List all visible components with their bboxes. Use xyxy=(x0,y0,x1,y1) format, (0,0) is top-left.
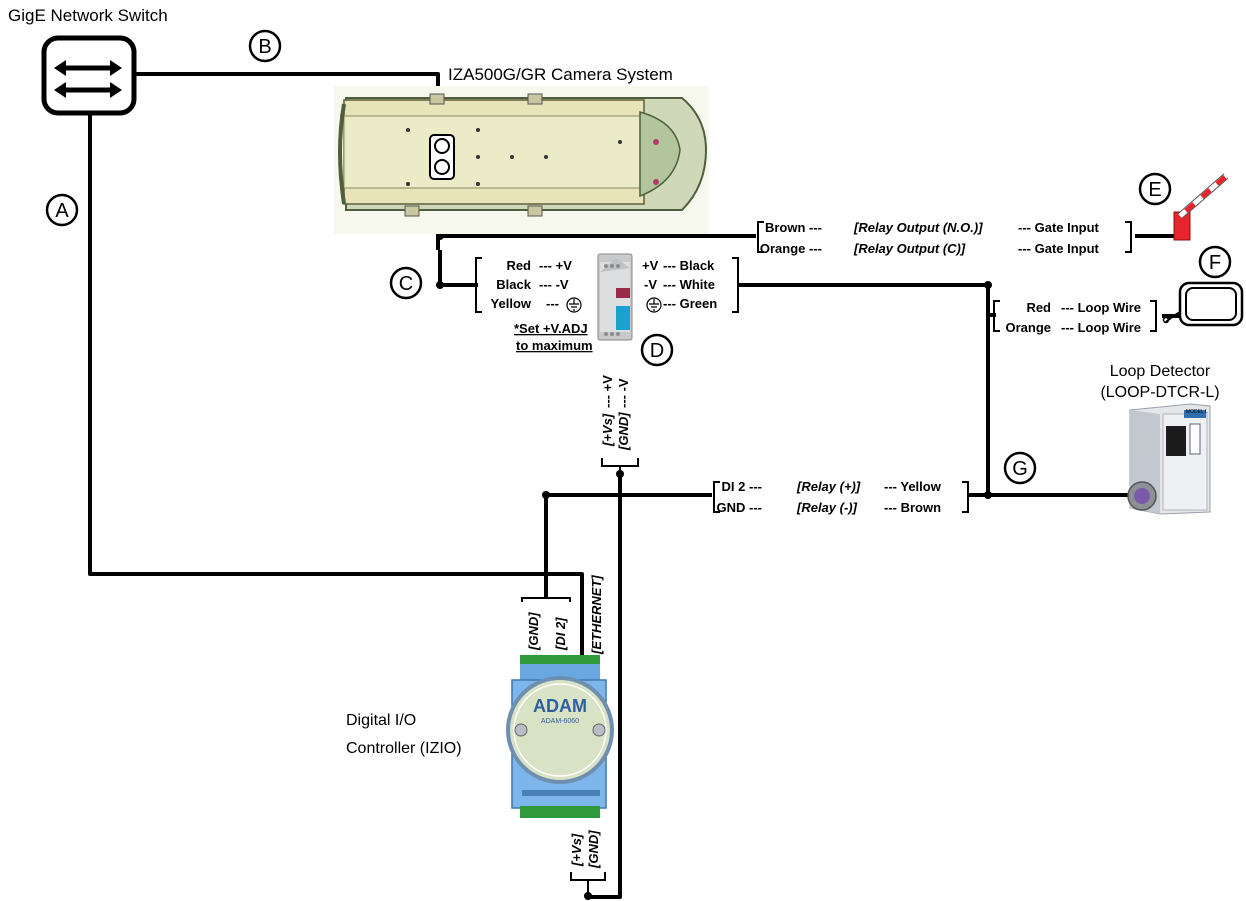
cable-c-camera-to-psu xyxy=(438,250,478,287)
gate-barrier-icon xyxy=(1173,173,1229,241)
callout-b-circle xyxy=(248,29,282,63)
controller-bottom-bracket xyxy=(570,872,606,881)
ground-symbol-icon xyxy=(646,297,662,313)
controller-port-gnd2: [GND] xyxy=(586,830,601,869)
relay-right-bracket xyxy=(962,481,969,513)
junction-dot xyxy=(984,491,992,499)
loop-detector-model-tag: MODEL L xyxy=(1186,409,1208,415)
callout-e: E xyxy=(1148,179,1161,201)
psu-left-color-3: Yellow xyxy=(491,296,532,311)
callout-g-circle xyxy=(1003,451,1037,485)
junction-dot xyxy=(542,491,550,499)
io-controller-title-2: Controller (IZIO) xyxy=(346,740,462,757)
camera-title: IZA500G/GR Camera System xyxy=(448,65,673,84)
callout-e-circle xyxy=(1138,172,1172,206)
loop-detector-title: Loop Detector xyxy=(1110,363,1211,380)
network-switch-icon xyxy=(41,35,137,116)
junction-dot xyxy=(984,281,992,289)
callout-c: C xyxy=(399,273,413,295)
psu-left-bracket xyxy=(475,257,482,313)
relay-label-2: [Relay (-)] xyxy=(796,500,858,515)
gate-dest-1: --- Gate Input xyxy=(1018,220,1100,235)
gate-relay-1: [Relay Output (N.O.)] xyxy=(853,220,983,235)
callout-a: A xyxy=(55,200,69,222)
cable-a-switch-to-controller xyxy=(88,112,584,660)
switch-title: GigE Network Switch xyxy=(8,6,168,25)
psu-output-bracket xyxy=(601,458,639,467)
controller-port-di2: [DI 2] xyxy=(553,617,568,651)
psu-left-color-1: Red xyxy=(506,258,531,273)
callout-c-circle xyxy=(389,266,423,300)
cable-psu-to-loop-junction xyxy=(738,283,990,495)
callout-d-circle xyxy=(640,333,674,367)
controller-port-gnd: [GND] xyxy=(526,612,541,651)
loop-wire-right-bracket xyxy=(1150,300,1157,332)
inductive-loop-icon xyxy=(1162,281,1244,327)
psu-right-bracket xyxy=(732,257,739,313)
relay-di-1: DI 2 --- xyxy=(722,479,762,494)
io-controller-title-1: Digital I/O xyxy=(346,712,416,729)
psu-right-color-3: --- Green xyxy=(663,296,717,311)
psu-out-plus: --- +V xyxy=(600,375,615,408)
psu-right-sig-1: +V xyxy=(642,258,659,273)
callout-g: G xyxy=(1012,458,1028,480)
gate-left-bracket xyxy=(757,221,764,253)
relay-left-bracket xyxy=(713,481,720,513)
callout-f-circle xyxy=(1198,245,1232,279)
din-power-supply-icon xyxy=(597,253,633,341)
controller-top-bracket xyxy=(521,597,571,602)
ground-symbol-icon xyxy=(566,297,582,313)
cable-relay-to-controller xyxy=(544,493,712,598)
relay-color-2: --- Brown xyxy=(884,500,941,515)
psu-right-color-1: --- Black xyxy=(663,258,715,273)
cable-psu-output-to-controller xyxy=(588,474,622,899)
psu-left-sig-1: --- +V xyxy=(539,258,572,273)
psu-note-line-1: *Set +V.ADJ xyxy=(514,321,588,336)
loop-wire-left-bracket xyxy=(993,300,1000,332)
adam-io-module-icon xyxy=(506,655,614,818)
gate-color-1: Brown --- xyxy=(765,220,822,235)
psu-note-line-2: to maximum xyxy=(516,338,593,353)
controller-port-vs: [+Vs] xyxy=(569,833,584,867)
psu-left-sig-2: --- -V xyxy=(539,277,569,292)
psu-left-sig-3: --- xyxy=(546,296,559,311)
loop-detector-device-icon xyxy=(1127,403,1211,515)
loop-detector-model: (LOOP-DTCR-L) xyxy=(1100,384,1219,401)
relay-color-1: --- Yellow xyxy=(884,479,942,494)
psu-in-vs: [+Vs] xyxy=(600,413,615,447)
psu-left-color-2: Black xyxy=(496,277,531,292)
loop-wire-dest-1: --- Loop Wire xyxy=(1061,300,1141,315)
relay-di-2: GND --- xyxy=(717,500,763,515)
camera-housing-icon xyxy=(334,86,709,234)
callout-f: F xyxy=(1209,252,1221,274)
gate-right-bracket xyxy=(1125,221,1132,253)
junction-dot xyxy=(436,281,444,289)
adam-model-text: ADAM-6060 xyxy=(541,718,579,725)
loop-wire-color-2: Orange xyxy=(1005,320,1051,335)
controller-port-ethernet: [ETHERNET] xyxy=(589,575,604,655)
loop-wire-dest-2: --- Loop Wire xyxy=(1061,320,1141,335)
gate-color-2: Orange --- xyxy=(760,241,822,256)
psu-right-color-2: --- White xyxy=(663,277,715,292)
adam-logo-text: ADAM xyxy=(533,696,587,716)
callout-d: D xyxy=(650,340,664,362)
psu-out-minus: --- -V xyxy=(616,378,631,408)
gate-dest-2: --- Gate Input xyxy=(1018,241,1100,256)
callout-a-circle xyxy=(45,193,79,227)
psu-right-sig-2: -V xyxy=(644,277,657,292)
psu-in-gnd: [GND] xyxy=(616,412,631,451)
relay-label-1: [Relay (+)] xyxy=(796,479,861,494)
loop-wire-color-1: Red xyxy=(1026,300,1051,315)
callout-b: B xyxy=(258,36,271,58)
gate-relay-2: [Relay Output (C)] xyxy=(853,241,966,256)
